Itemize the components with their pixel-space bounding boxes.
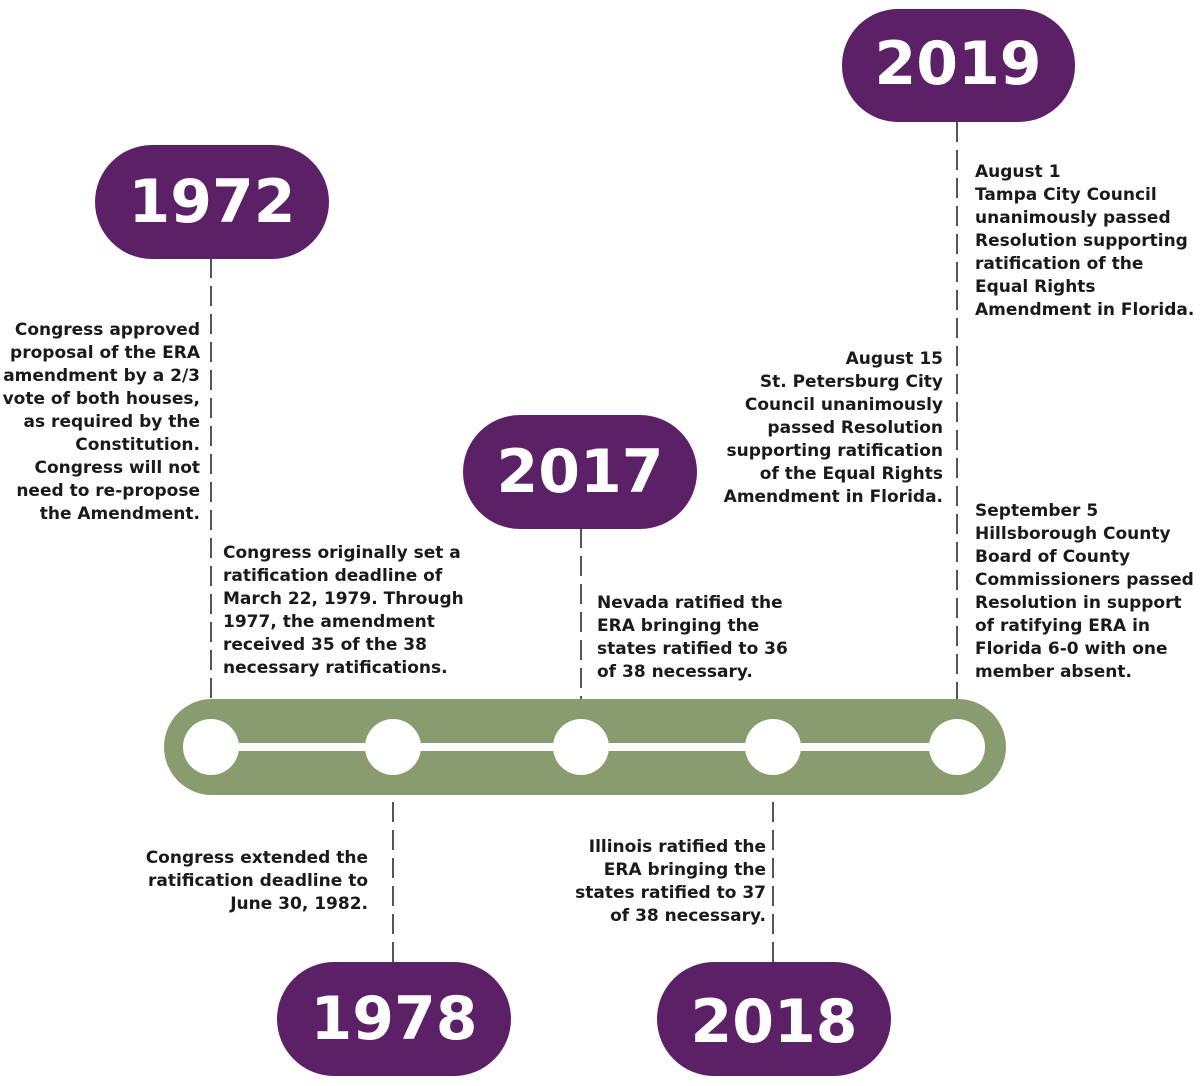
year-label-2019: 2019 — [875, 29, 1042, 99]
event-line: Nevada ratified the — [597, 593, 783, 613]
event-line: Congress approved — [14, 320, 200, 340]
event-line: Board of County — [975, 547, 1131, 567]
event-line: Equal Rights — [975, 277, 1096, 297]
year-label-1978: 1978 — [311, 984, 478, 1054]
event-2019-tampa: August 1 Tampa City Council unanimously pa… — [975, 161, 1194, 322]
event-line: August 1 — [975, 162, 1061, 182]
event-line: of the Equal Rights — [759, 464, 943, 484]
event-line: Congress originally set a — [223, 543, 461, 563]
event-line: ratification of the — [975, 254, 1144, 274]
timeline-node-2018 — [745, 719, 801, 775]
event-line: Tampa City Council — [975, 185, 1157, 205]
event-line: states ratified to 37 — [575, 883, 766, 903]
event-line: necessary ratifications. — [223, 658, 448, 678]
year-badge-2017: 2017 — [463, 415, 697, 529]
year-label-2018: 2018 — [691, 987, 858, 1057]
event-line: ratification deadline to — [148, 871, 368, 891]
event-line: Hillsborough County — [975, 524, 1171, 544]
event-line: Congress will not — [34, 458, 200, 478]
event-line: passed Resolution — [767, 418, 943, 438]
event-line: of 38 necessary. — [610, 906, 766, 926]
event-line: Resolution in support — [975, 593, 1182, 613]
year-badge-2019: 2019 — [842, 9, 1075, 122]
event-line: Resolution supporting — [975, 231, 1188, 251]
event-line: September 5 — [975, 501, 1099, 521]
year-badge-2018: 2018 — [657, 962, 891, 1076]
event-line: proposal of the ERA — [10, 343, 200, 363]
timeline-node-1972 — [183, 719, 239, 775]
event-line: ERA bringing the — [603, 860, 766, 880]
event-line: St. Petersburg City — [759, 372, 943, 392]
event-line: received 35 of the 38 — [223, 635, 427, 655]
event-line: August 15 — [845, 349, 943, 369]
event-line: supporting ratification — [726, 441, 943, 461]
year-badge-1978: 1978 — [277, 962, 511, 1076]
timeline-node-2019 — [929, 719, 985, 775]
event-line: states ratified to 36 — [597, 639, 788, 659]
event-line: June 30, 1982. — [230, 894, 368, 914]
event-line: March 22, 1979. Through — [223, 589, 464, 609]
event-line: as required by the — [23, 412, 200, 432]
event-line: ratification deadline of — [223, 566, 443, 586]
year-badge-1972: 1972 — [95, 145, 329, 259]
event-line: Congress extended the — [145, 848, 368, 868]
event-line: unanimously passed — [975, 208, 1171, 228]
event-line: 1977, the amendment — [223, 612, 435, 632]
event-line: Amendment in Florida. — [723, 487, 943, 507]
year-label-1972: 1972 — [129, 167, 296, 237]
event-line: need to re-propose — [16, 481, 200, 501]
event-line: amendment by a 2/3 — [3, 366, 200, 386]
event-1972-deadline: Congress originally set a ratification de… — [223, 542, 464, 680]
event-line: Amendment in Florida. — [975, 300, 1195, 320]
year-label-2017: 2017 — [497, 437, 664, 507]
event-line: Illinois ratified the — [588, 837, 766, 857]
event-line: ERA bringing the — [597, 616, 760, 636]
timeline-node-1978 — [365, 719, 421, 775]
event-1978-extension: Congress extended the ratification deadli… — [146, 847, 368, 916]
event-line: Florida 6-0 with one — [975, 639, 1168, 659]
event-line: vote of both houses, — [2, 389, 200, 409]
timeline-node-2017 — [553, 719, 609, 775]
event-1972-approval: Congress approved proposal of the ERA amen… — [3, 319, 200, 526]
event-line: member absent. — [975, 662, 1132, 682]
event-line: Council unanimously — [744, 395, 943, 415]
event-line: Commissioners passed — [975, 570, 1194, 590]
event-line: of ratifying ERA in — [975, 616, 1151, 636]
event-line: the Amendment. — [39, 504, 200, 524]
event-line: Constitution. — [75, 435, 200, 455]
event-line: of 38 necessary. — [597, 662, 753, 682]
